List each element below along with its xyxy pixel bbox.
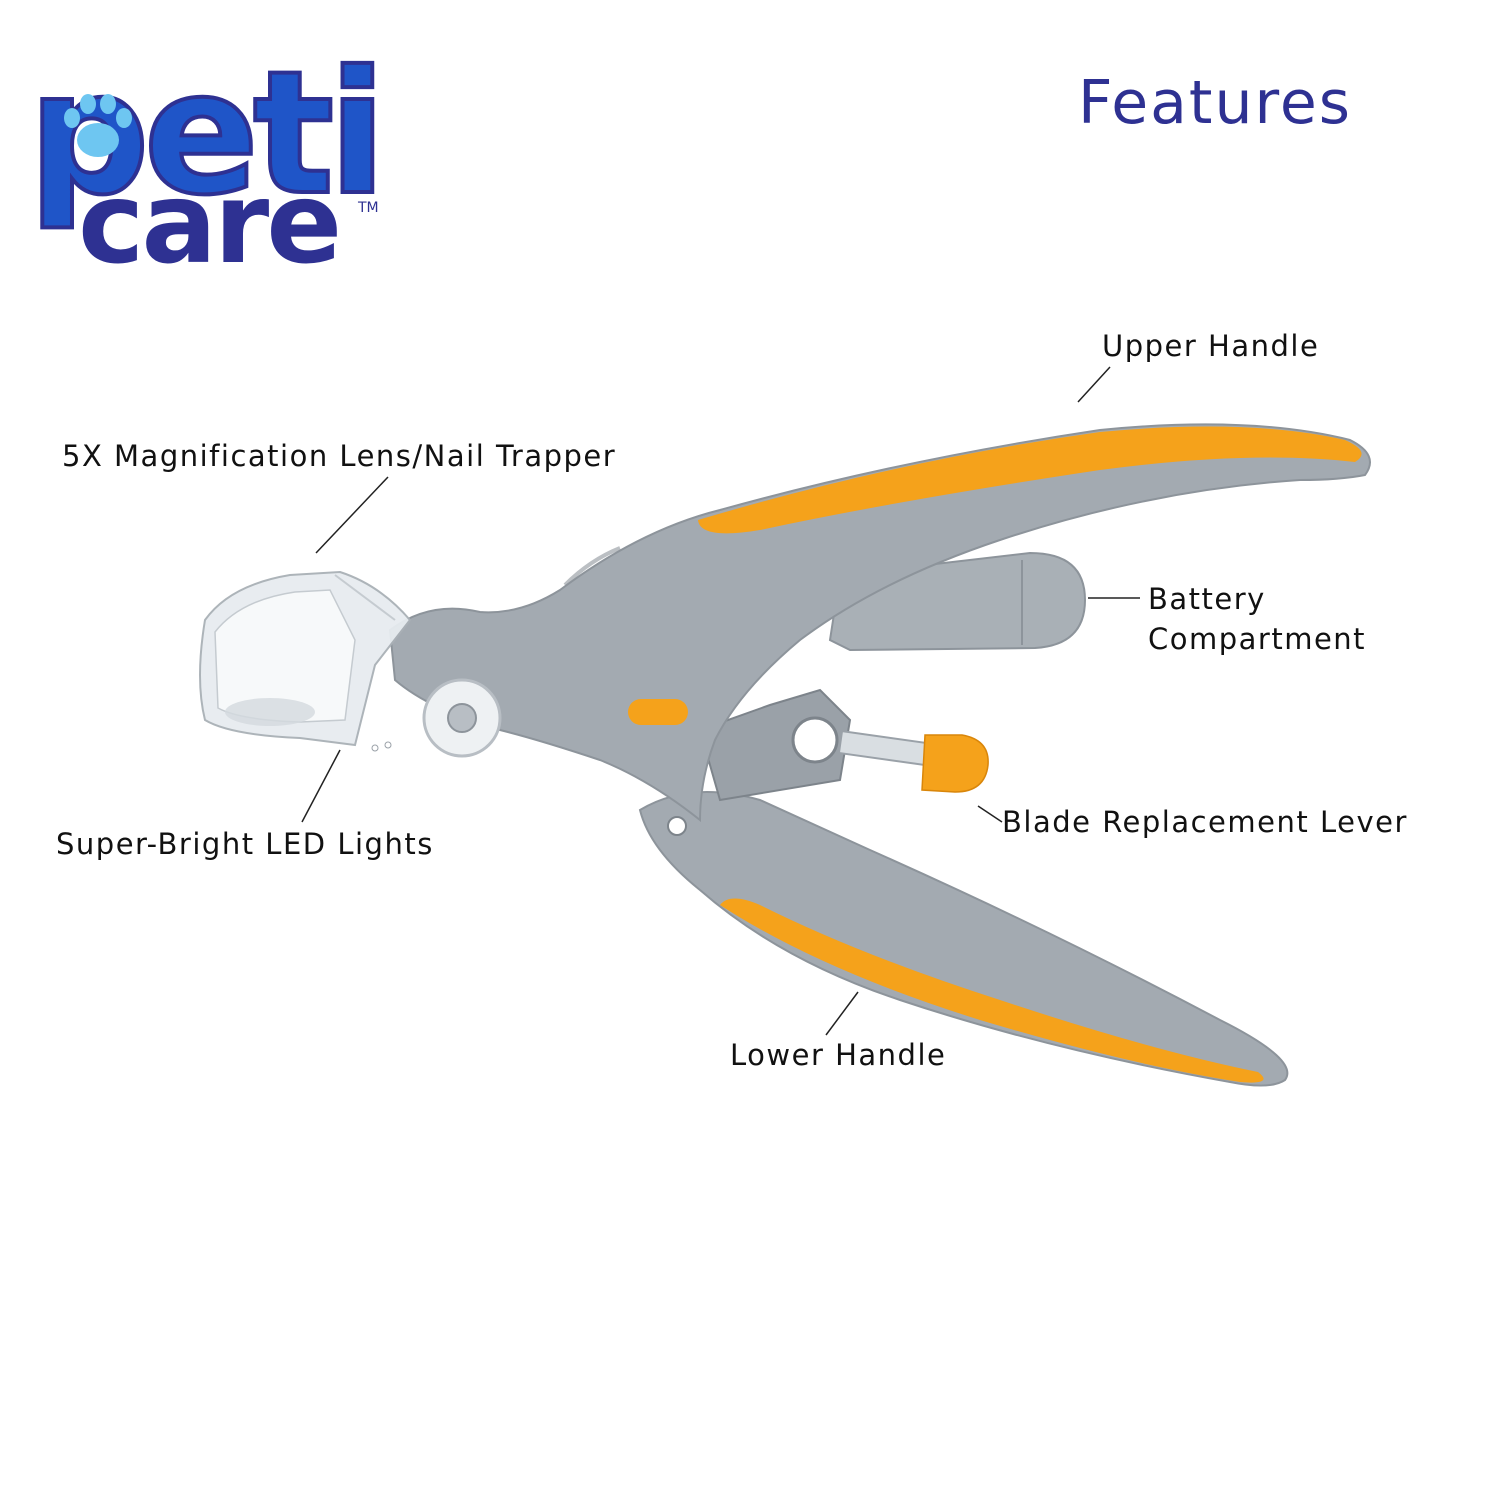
callout-battery-line2: Compartment (1148, 622, 1367, 656)
lower-handle-grip (720, 898, 1264, 1083)
callout-upper-handle: Upper Handle (1102, 329, 1320, 363)
trademark-mark: TM (357, 200, 379, 216)
lower-handle (638, 791, 1289, 1087)
callout-leader-lines (301, 366, 1140, 1036)
callout-led-lights: Super-Bright LED Lights (56, 827, 434, 861)
callout-battery-line1: Battery (1148, 582, 1266, 616)
brand-name-peti: peti (28, 35, 381, 233)
leader-magnification-lens (315, 476, 389, 554)
callout-magnification-lens: 5X Magnification Lens/Nail Trapper (62, 439, 617, 473)
nail-clipper-illustration (199, 423, 1371, 1087)
leader-lower-handle (825, 991, 859, 1036)
brand-logo: peti care TM (26, 33, 389, 289)
leader-led-lights (301, 749, 341, 823)
brand-name-care: care (78, 159, 339, 289)
lower-pivot (667, 816, 687, 836)
upper-handle (388, 423, 1371, 823)
led-lights (371, 741, 392, 752)
main-pivot (422, 678, 502, 758)
callout-lower-handle: Lower Handle (730, 1038, 947, 1072)
leader-upper-handle (1077, 366, 1111, 403)
magnification-lens (199, 570, 412, 752)
upper-handle-grip (698, 426, 1362, 534)
leader-blade-lever (977, 805, 1003, 823)
blade-assembly (698, 688, 989, 802)
blade-replacement-lever (837, 730, 989, 793)
orange-button (628, 699, 688, 725)
callout-blade-lever: Blade Replacement Lever (1002, 805, 1408, 839)
page-title: Features (1078, 68, 1352, 138)
paw-icon (64, 94, 132, 157)
